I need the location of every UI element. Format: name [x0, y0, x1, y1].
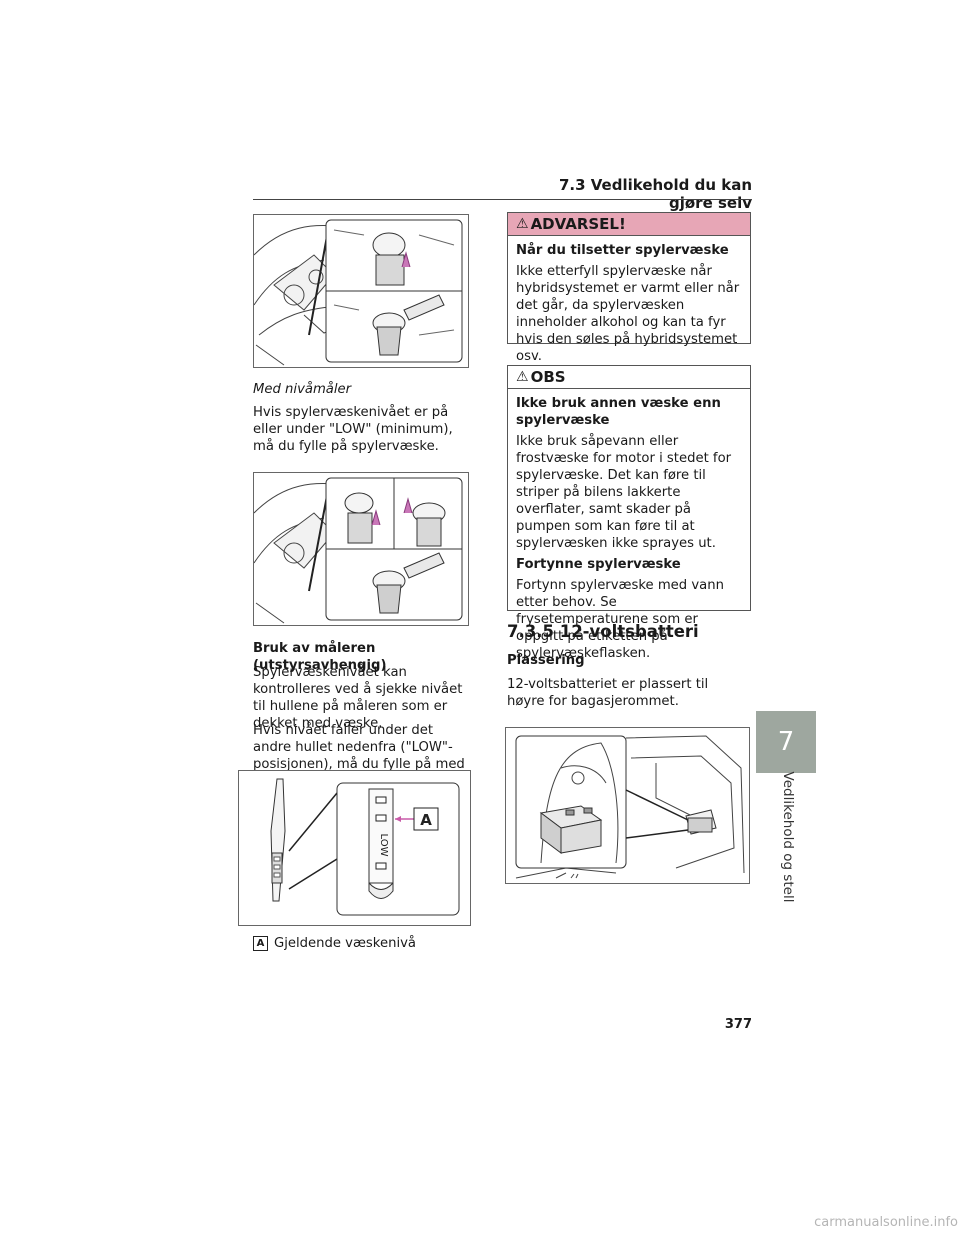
warning-text: Ikke etterfyll spylervæske når hybridsys… — [516, 264, 740, 364]
section-title: 7.3.5 12-voltsbatteri — [507, 622, 699, 641]
subhead-maler: Bruk av måleren (utstyrsavhengig) — [253, 641, 387, 673]
chapter-side-label: Vedlikehold og stell — [776, 772, 800, 903]
legend-text: Gjeldende væskenivå — [274, 936, 416, 951]
caption-nivamaler: Med nivåmåler — [253, 382, 352, 397]
notice-title-bar: ⚠ OBS — [508, 366, 750, 389]
para-maler-1: Spylervæskenivået kan kontrolleres ved å… — [253, 665, 463, 731]
section-text: 12-voltsbatteriet er plassert til høyre … — [507, 677, 709, 709]
warning-subhead: Når du tilsetter spylervæske — [516, 243, 729, 258]
caution-icon: ⚠ — [516, 369, 529, 385]
figure-dipstick: LOW A — [238, 770, 471, 926]
figure-reservoir-gauge — [253, 472, 469, 626]
notice-subhead-2: Fortynne spylervæske — [516, 557, 681, 572]
notice-title: OBS — [530, 368, 566, 386]
dipstick-low-label: LOW — [378, 834, 389, 857]
page-number: 377 — [724, 1017, 752, 1032]
notice-text-1: Ikke bruk såpevann eller frostvæske for … — [516, 434, 732, 551]
warning-title-bar: ⚠ ADVARSEL! — [508, 213, 750, 236]
legend-row: A Gjeldende væskenivå — [253, 935, 473, 952]
figure-battery-location — [505, 727, 750, 884]
notice-text-2: Fortynn spylervæske med vann etter behov… — [516, 578, 724, 661]
figure-reservoir-fill — [253, 214, 469, 368]
watermark: carmanualsonline.info — [814, 1215, 958, 1230]
warning-box: ⚠ ADVARSEL! Når du tilsetter spylervæske… — [507, 212, 751, 364]
chapter-header: 7.3 Vedlikehold du kan gjøre selv — [558, 176, 752, 212]
para-nivamaler: Hvis spylervæskenivået er på eller under… — [253, 405, 453, 454]
chapter-side-label-text: Vedlikehold og stell — [780, 771, 796, 903]
header-rule — [253, 199, 752, 200]
legend-key: A — [253, 935, 268, 951]
warning-title: ADVARSEL! — [530, 215, 626, 233]
section-subhead: Plassering — [507, 653, 585, 668]
dipstick-marker: A — [420, 811, 432, 829]
notice-box: ⚠ OBS Ikke bruk annen væske enn spylervæ… — [507, 365, 751, 661]
warning-icon: ⚠ — [516, 216, 529, 232]
chapter-tab: 7 — [756, 711, 816, 773]
notice-subhead-1: Ikke bruk annen væske enn spylervæske — [516, 396, 721, 428]
